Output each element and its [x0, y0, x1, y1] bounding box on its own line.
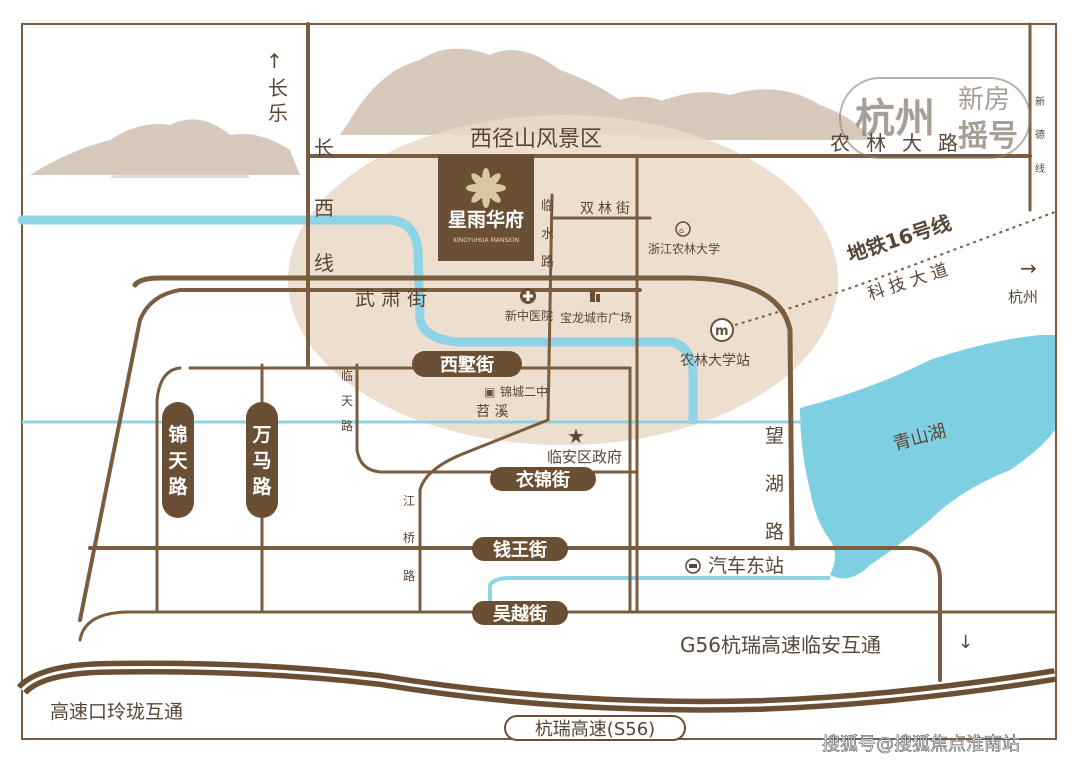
roads: [78, 22, 1057, 682]
project-logo: 星雨华府 XINGYUHUA MANSION: [438, 155, 534, 261]
linshui-1: 临: [541, 199, 554, 214]
keji-label: 科技大道: [865, 259, 955, 305]
xinde-3: 线: [1035, 162, 1045, 175]
yijin-street-label: 衣锦街: [516, 469, 570, 491]
wusu-label: 武肃街: [355, 286, 433, 310]
changxi-2: 西: [314, 196, 334, 220]
lintian-1: 临: [341, 369, 353, 383]
zone-label: 西径山风景区: [470, 127, 602, 152]
plaza-label: 宝龙城市广场: [560, 310, 632, 325]
s56-pill: [504, 715, 686, 741]
bus-icon: [685, 558, 701, 574]
watermark: 杭州 新房 摇号: [839, 77, 1031, 159]
xinde-1: 新: [1035, 95, 1045, 108]
star-icon: ★: [567, 424, 585, 448]
xishu-street-label: 西墅街: [440, 354, 494, 376]
hospital-icon: [520, 288, 536, 304]
gaosukou-label: 高速口玲珑互通: [50, 701, 183, 723]
south-arrow-icon: ↓: [958, 632, 973, 653]
jintian-road-2: 天: [168, 450, 188, 472]
creek-label: 苕 溪: [476, 404, 508, 420]
road-pills: 西墅街 衣锦街 钱王街 吴越街 锦 天 路 万 马 路: [162, 351, 596, 625]
shuanglin-label: 双林街: [580, 201, 634, 217]
pois: ⌂ 浙江农林大学 新中医院 宝龙城市广场 ▣ 锦城二中 苕 溪 ★ 临安区政府 …: [476, 221, 948, 577]
linshui-2: 水: [541, 227, 554, 242]
wuyue-street-label: 吴越街: [493, 603, 547, 625]
rivers: [17, 215, 698, 425]
svg-text:新房: 新房: [958, 85, 1010, 115]
university-icon: ⌂: [675, 221, 691, 237]
svg-text:⌂: ⌂: [679, 226, 684, 235]
bus-river: [488, 576, 830, 610]
jiangqiao-1: 江: [403, 494, 415, 508]
government-label: 临安区政府: [547, 448, 622, 466]
svg-text:m: m: [715, 324, 729, 339]
north-arrow-icon: ↑: [266, 49, 283, 73]
jiangqiao-3: 路: [403, 568, 415, 583]
hospital-label: 新中医院: [505, 308, 553, 323]
station-label: 农林大学站: [680, 353, 750, 369]
lintian-2: 天: [341, 394, 353, 408]
wanghu-3: 路: [765, 521, 784, 543]
g56-label: G56杭瑞高速临安互通: [680, 633, 881, 657]
wanma-road-1: 万: [251, 424, 271, 446]
mountain-illustration: [30, 48, 870, 178]
metro-label: 地铁16号线: [844, 211, 954, 267]
jintian-road-1: 锦: [168, 423, 187, 446]
changle-char-1: 长: [268, 76, 288, 100]
xinde-2: 德: [1035, 128, 1045, 141]
project-subtitle: XINGYUHUA MANSION: [453, 237, 519, 244]
hangzhou-label: 杭州: [1008, 288, 1038, 306]
wanma-road-3: 路: [252, 475, 272, 498]
lintian-3: 路: [341, 418, 353, 433]
nonglin-label: 农林大路: [830, 131, 974, 155]
s56-label: 杭瑞高速(S56): [535, 719, 655, 740]
metro-line-16: [734, 211, 1056, 326]
jiangqiao-2: 桥: [403, 531, 415, 545]
qianwang-street-label: 钱王街: [493, 539, 547, 561]
svg-text:摇号: 摇号: [958, 119, 1018, 154]
building-icon: [590, 290, 600, 302]
wanma-road-2: 马: [252, 450, 271, 472]
flower-logo-icon: [466, 168, 506, 208]
jintian-road-3: 路: [168, 475, 188, 498]
svg-text:杭州: 杭州: [855, 96, 935, 142]
metro-station-icon: m: [710, 318, 734, 342]
wanghu-2: 湖: [765, 473, 784, 495]
s56-highway-inner: [20, 666, 1056, 708]
bus-station-label: 汽车东站: [708, 555, 784, 577]
book-icon: ▣: [484, 385, 495, 399]
changxi-3: 线: [314, 251, 334, 275]
changle-char-2: 乐: [268, 101, 288, 125]
changxi-1: 长: [314, 136, 334, 160]
wanghu-1: 望: [765, 425, 784, 447]
school-label: 锦城二中: [500, 384, 548, 399]
qingshan-lake: [800, 335, 1055, 579]
credit-text: 搜狐号@搜狐焦点淮南站: [822, 734, 1020, 755]
east-arrow-icon: →: [1020, 256, 1037, 280]
linshui-3: 路: [541, 254, 554, 270]
university-label: 浙江农林大学: [648, 241, 720, 256]
project-name: 星雨华府: [448, 208, 524, 231]
